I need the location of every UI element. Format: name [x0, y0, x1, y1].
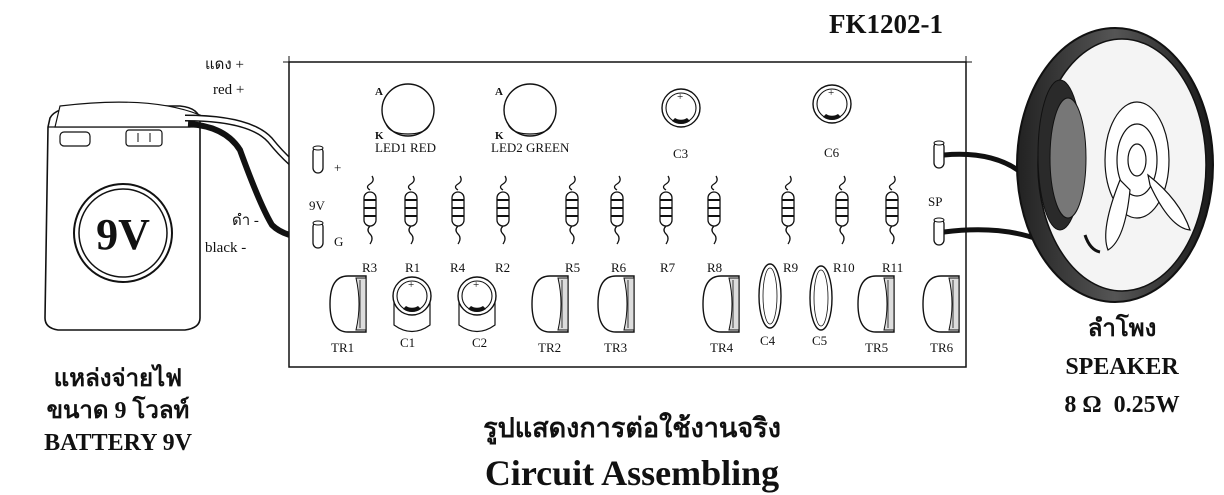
wire-black-en-label: black - — [205, 240, 246, 256]
speaker-caption-en: SPEAKER — [1065, 354, 1179, 380]
led2-cathode-label: K — [495, 130, 504, 142]
c3-label: C3 — [673, 146, 688, 161]
speaker — [1016, 27, 1214, 303]
caption-en: Circuit Assembling — [485, 453, 779, 493]
speaker-terminal-2 — [933, 217, 945, 246]
resistor-r6: R6 — [610, 175, 627, 275]
transistor-tr2: TR2 — [531, 275, 569, 355]
transistor-tr5: TR5 — [857, 275, 895, 355]
led1: A K LED1 RED — [375, 83, 436, 155]
battery-caption-en: BATTERY 9V — [44, 430, 193, 456]
led2-label: LED2 GREEN — [491, 140, 570, 155]
black-wire — [187, 121, 315, 241]
capacitor-c3: + C3 — [661, 88, 701, 161]
capacitor-c5: C5 — [809, 265, 833, 348]
speaker-caption-th: ลำโพง — [1088, 313, 1157, 342]
c6-label: C6 — [824, 145, 840, 160]
r6-label: R6 — [611, 260, 627, 275]
resistor-r11: R11 — [882, 175, 903, 275]
tr6-label: TR6 — [930, 340, 954, 355]
battery-caption-th-1: แหล่งจ่ายไฟ — [54, 363, 182, 392]
resistor-r3: R3 — [362, 175, 377, 275]
c1-plus-sign: + — [408, 279, 414, 291]
resistor-r10: R10 — [833, 175, 855, 275]
led1-anode-label: A — [375, 86, 383, 98]
c1-label: C1 — [400, 335, 415, 350]
tr4-label: TR4 — [710, 340, 734, 355]
wire-red-en-label: red + — [213, 82, 244, 98]
r7-label: R7 — [660, 260, 676, 275]
battery: 9V — [44, 101, 201, 331]
c3-plus-sign: + — [677, 91, 683, 103]
led1-label: LED1 RED — [375, 140, 436, 155]
tr3-label: TR3 — [604, 340, 627, 355]
c6-plus-sign: + — [828, 87, 834, 99]
transistor-tr3: TR3 — [597, 275, 635, 355]
r10-label: R10 — [833, 260, 855, 275]
power-9v-label: 9V — [309, 198, 326, 213]
capacitor-c4: C4 — [758, 263, 782, 348]
tr5-label: TR5 — [865, 340, 888, 355]
r3-label: R3 — [362, 260, 377, 275]
r4-label: R4 — [450, 260, 466, 275]
led2-anode-label: A — [495, 86, 503, 98]
resistor-r7: R7 — [659, 175, 676, 275]
caption-th: รูปแสดงการต่อใช้งานจริง — [483, 412, 781, 445]
r9-label: R9 — [783, 260, 798, 275]
led1-cathode-label: K — [375, 130, 384, 142]
r2-label: R2 — [495, 260, 510, 275]
c5-label: C5 — [812, 333, 827, 348]
power-g-label: G — [334, 234, 343, 249]
resistor-r8: R8 — [707, 175, 722, 275]
tr1-label: TR1 — [331, 340, 354, 355]
r11-label: R11 — [882, 260, 903, 275]
r8-label: R8 — [707, 260, 722, 275]
battery-caption-th-2: ขนาด 9 โวลท์ — [47, 395, 190, 424]
resistor-r9: R9 — [781, 175, 798, 275]
capacitor-c1: + C1 — [392, 276, 432, 350]
wire-red-th-label: แดง + — [205, 57, 244, 73]
c2-label: C2 — [472, 335, 487, 350]
transistor-tr1: TR1 — [329, 275, 367, 355]
model-number: FK1202-1 — [829, 9, 943, 39]
r1-label: R1 — [405, 260, 420, 275]
transistor-tr4: TR4 — [702, 275, 740, 355]
c4-label: C4 — [760, 333, 776, 348]
speaker-sp-label: SP — [928, 194, 942, 209]
tr2-label: TR2 — [538, 340, 561, 355]
wire-black-th-label: ดำ - — [232, 212, 259, 229]
r5-label: R5 — [565, 260, 580, 275]
transistor-tr6: TR6 — [922, 275, 960, 355]
power-plus-label: + — [334, 160, 341, 175]
c2-plus-sign: + — [473, 279, 479, 291]
battery-face-label: 9V — [96, 210, 150, 259]
capacitor-c6: + C6 — [812, 84, 852, 160]
resistor-r5: R5 — [565, 175, 580, 275]
power-plus-terminal — [312, 145, 324, 174]
led2: A K LED2 GREEN — [491, 83, 570, 155]
resistor-r4: R4 — [450, 175, 466, 275]
speaker-spec: 8 Ω 0.25W — [1064, 392, 1179, 418]
power-ground-terminal — [312, 220, 324, 249]
speaker-terminal-1 — [933, 140, 945, 169]
capacitor-c2: + C2 — [457, 276, 497, 350]
resistor-r2: R2 — [495, 175, 510, 275]
resistor-r1: R1 — [404, 175, 420, 275]
